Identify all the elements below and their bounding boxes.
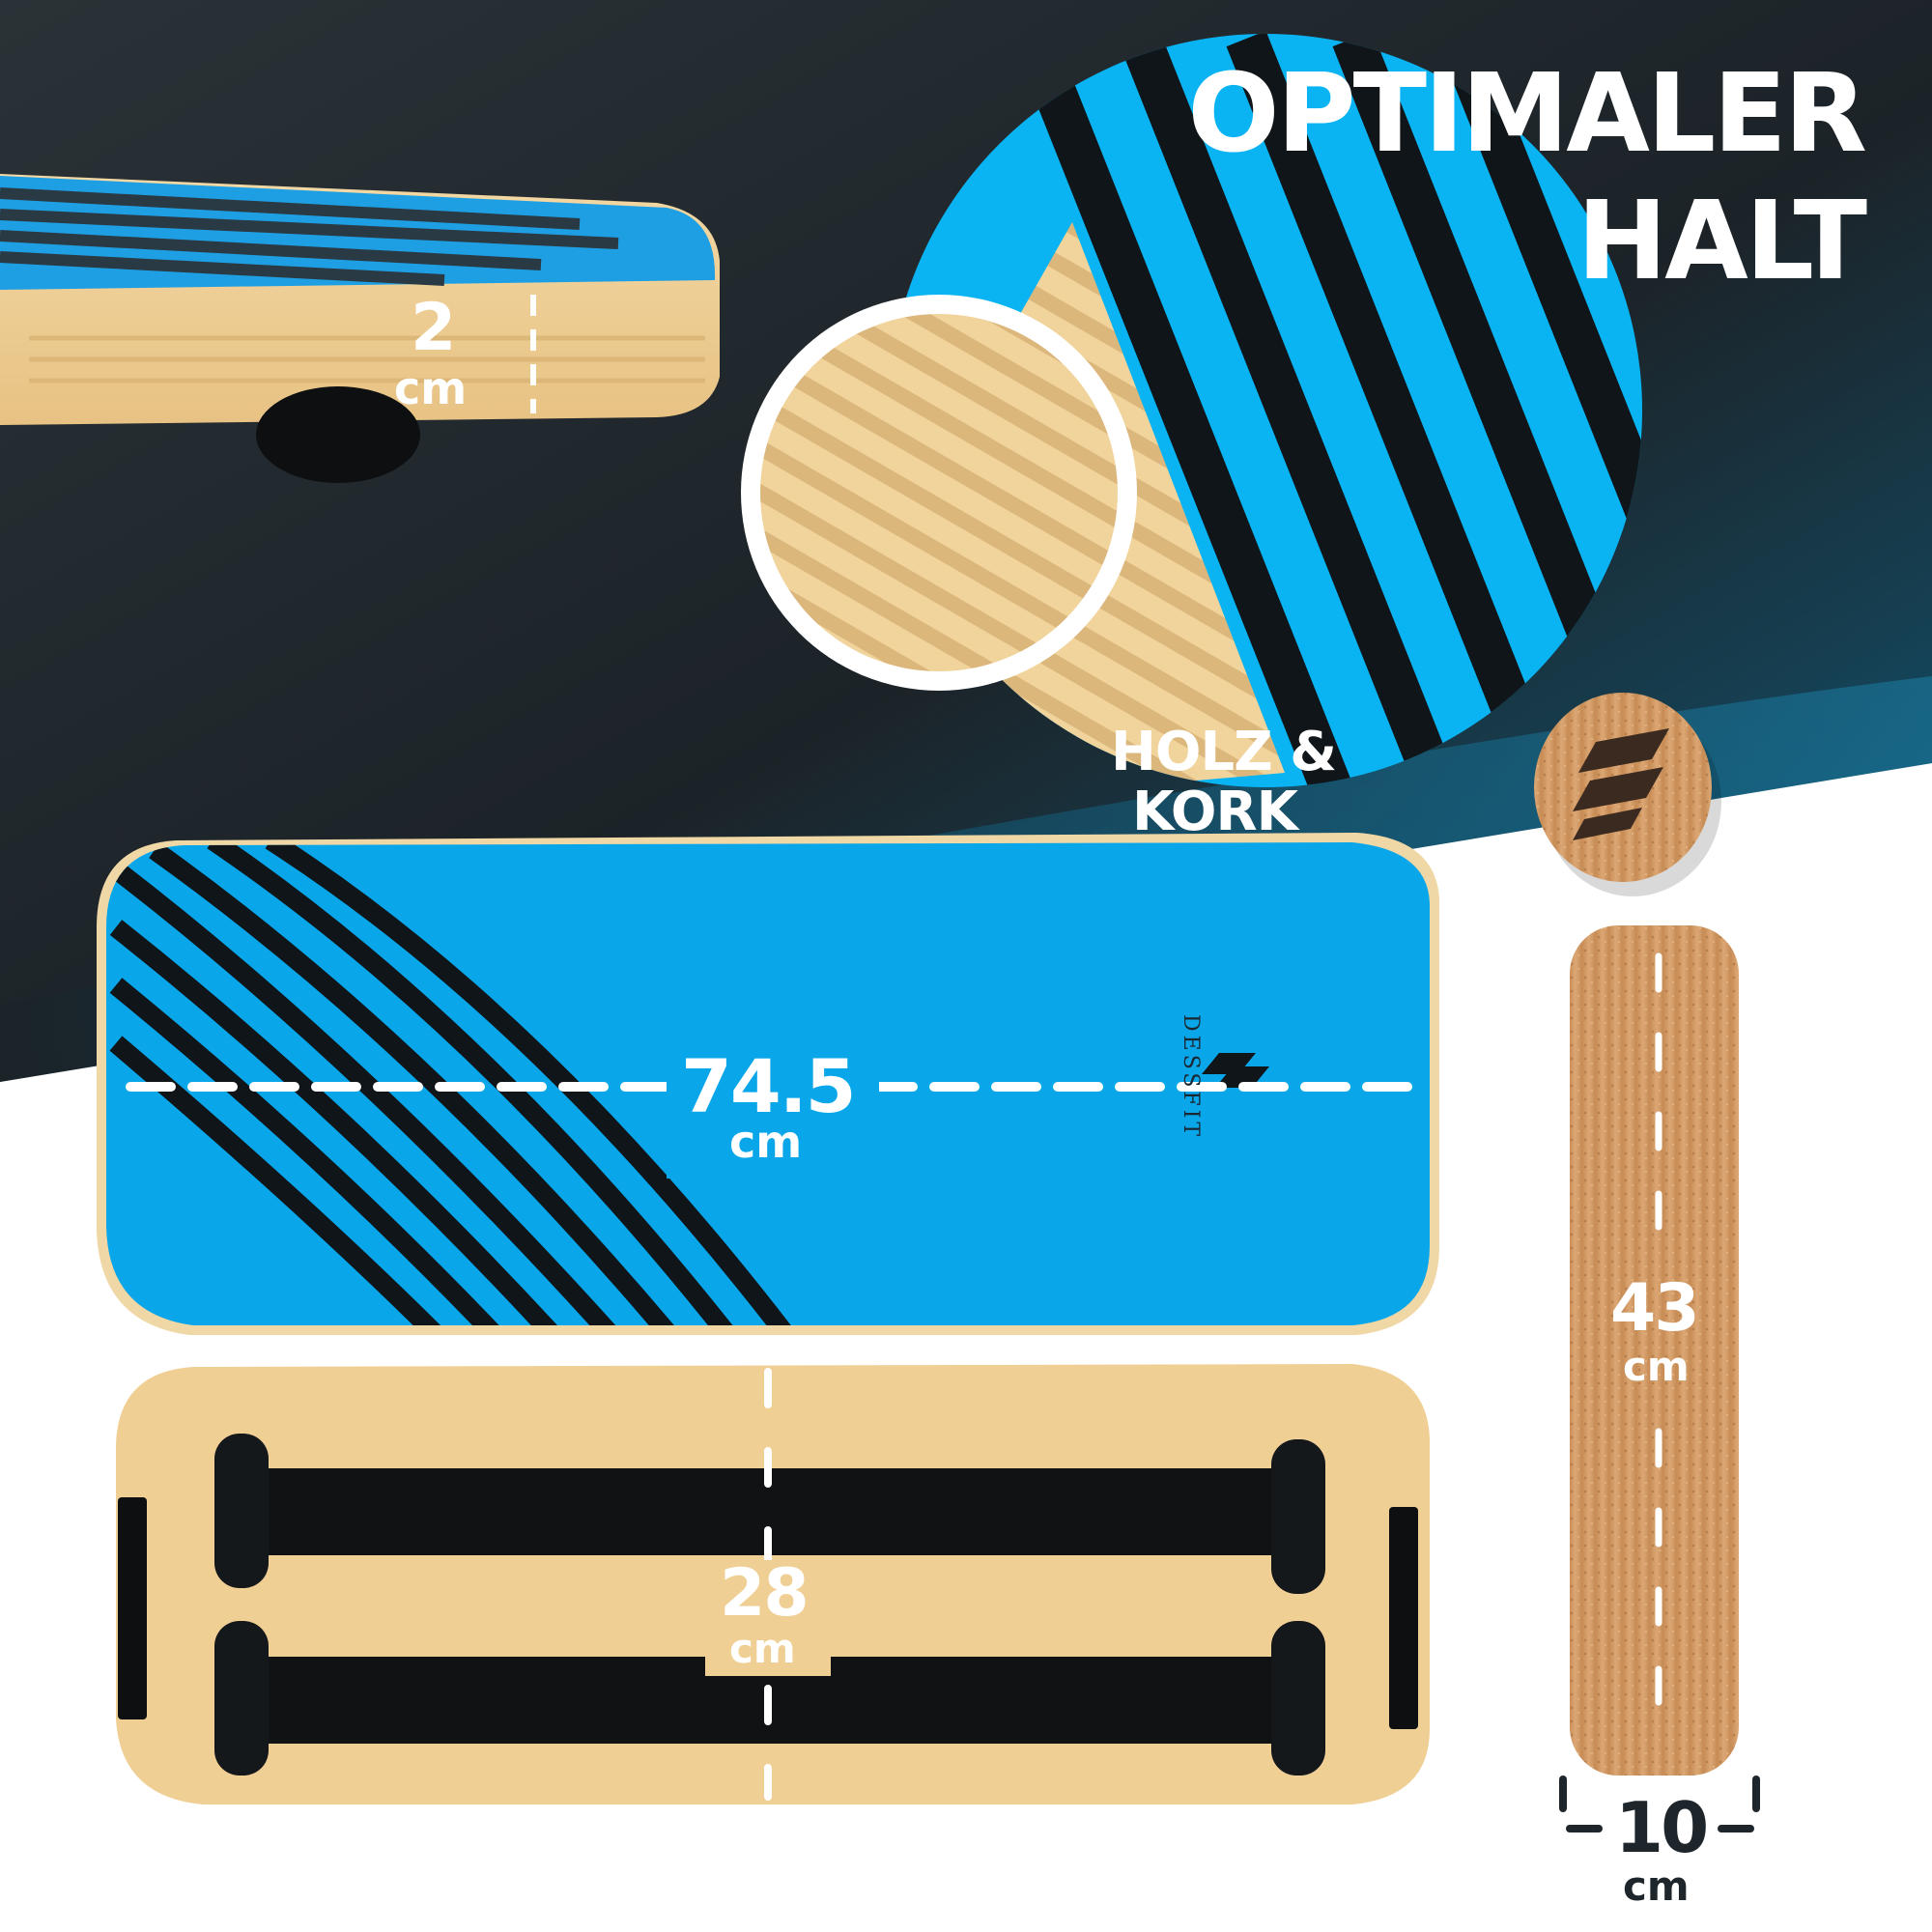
headline: OPTIMALER HALT [1187,50,1867,305]
headline-line1: OPTIMALER [1187,51,1867,177]
cork-roller [1559,925,1760,1833]
thickness-value: 2 [411,290,456,366]
board-bottom-view [116,1364,1430,1804]
board-edge-photo [0,174,720,483]
board-length-value: 74.5 [681,1043,857,1129]
board-width-unit: cm [729,1625,796,1672]
board-width-value: 28 [720,1555,810,1632]
roller-diameter-value: 10 [1615,1787,1709,1868]
material-line2: KORK [1132,781,1298,843]
brand-logo-text: DESSFIT [1179,1014,1203,1141]
headline-line2: HALT [1577,179,1867,304]
board-top-view [97,833,1439,1335]
thickness-unit: cm [394,362,468,414]
material-line1: HOLZ & [1111,721,1337,783]
material-label: HOLZ & KORK [1111,721,1337,843]
roller-diameter-unit: cm [1623,1862,1690,1910]
cork-disc [1534,693,1721,896]
roller-length-unit: cm [1623,1343,1690,1390]
board-length-unit: cm [729,1116,803,1168]
roller-length-value: 43 [1610,1270,1700,1347]
